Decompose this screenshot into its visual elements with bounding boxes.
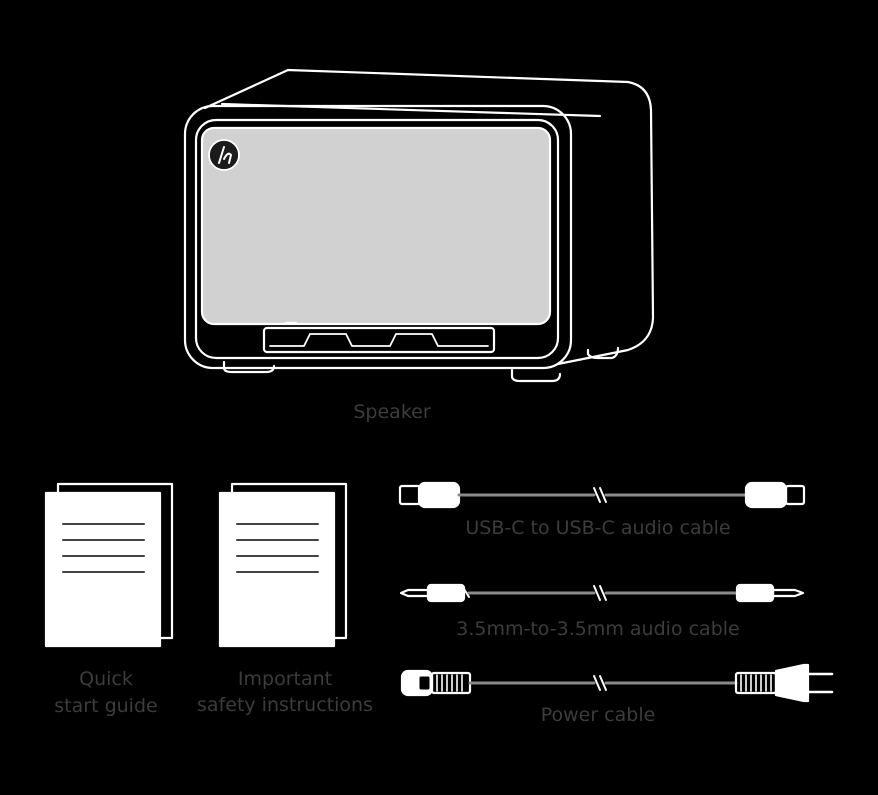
quick-start-guide-text-lines (62, 523, 145, 573)
aux-jack-left-tip (399, 588, 430, 598)
aux-jack-right-tip (771, 588, 805, 598)
speaker-label: Speaker (353, 401, 431, 423)
quick-start-guide-back-page (56, 482, 174, 640)
quick-start-guide-illustration (44, 482, 174, 648)
speaker-front-bezel (183, 104, 573, 370)
aux-cable-illustration (399, 583, 805, 603)
usb-c-cable-label: USB-C to USB-C audio cable (465, 517, 731, 539)
aux-jack-left-body (426, 583, 466, 603)
speaker-control-buttons (269, 333, 489, 347)
aux-cable-label: 3.5mm-to-3.5mm audio cable (456, 618, 740, 640)
speaker-illustration (183, 68, 655, 383)
usb-c-plug-left-body (417, 481, 461, 509)
usb-c-plug-left (398, 484, 422, 506)
power-wire-break-icon (593, 675, 607, 691)
safety-instructions-label-line1: Important (237, 668, 333, 690)
speaker-foot-left (222, 360, 276, 374)
speaker-foot-right (510, 368, 562, 383)
safety-instructions-label-line2: safety instructions (197, 694, 373, 716)
usb-c-plug-right (784, 484, 806, 506)
usb-c-cable-illustration (398, 481, 806, 509)
quick-start-guide-front-page (44, 491, 162, 648)
speaker-body-back (203, 68, 655, 366)
speaker-foot-back (586, 346, 620, 360)
speaker-inner-bezel (194, 118, 560, 360)
quick-start-guide-label-line2: start guide (54, 695, 158, 717)
speaker-grille (200, 126, 552, 326)
speaker-logo-icon (208, 139, 240, 171)
aux-wire-break-icon (593, 585, 607, 601)
usb-c-wire-break-icon (593, 487, 607, 503)
quick-start-guide-label-line1: Quick (79, 668, 133, 690)
speaker-logo-mark (218, 146, 232, 164)
power-plug-grip-ridges (740, 674, 772, 692)
power-connector-socket (419, 676, 430, 690)
aux-jack-left-collar (463, 588, 470, 598)
power-plug-head (774, 663, 810, 703)
power-cable-label: Power cable (540, 704, 656, 726)
safety-instructions-front-page (218, 491, 336, 648)
safety-instructions-illustration (218, 482, 348, 648)
speaker-control-strip (262, 326, 496, 354)
usb-c-plug-right-body (744, 481, 788, 509)
safety-instructions-back-page (230, 482, 348, 640)
power-connector-grip-ridges (436, 674, 463, 692)
safety-instructions-text-lines (236, 523, 319, 573)
aux-jack-right-body (735, 583, 775, 603)
power-cable-illustration (400, 663, 834, 703)
